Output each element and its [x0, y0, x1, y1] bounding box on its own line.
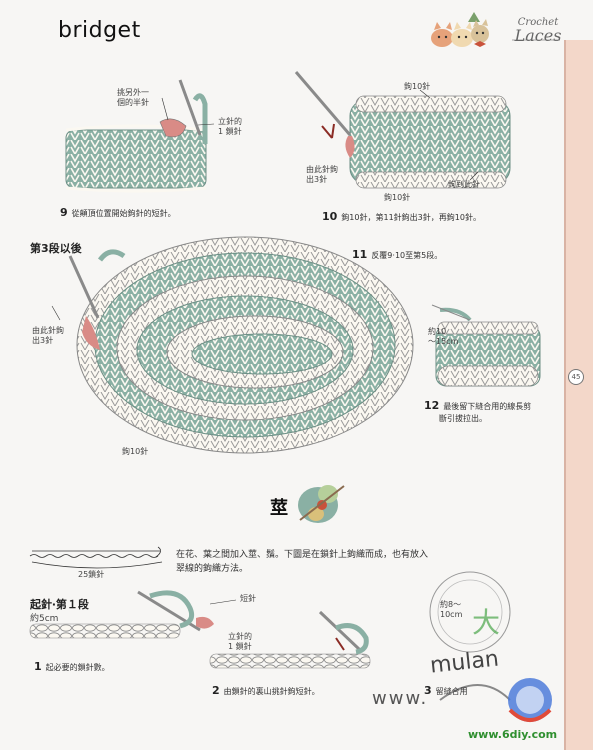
- label-hook-out-3-b: 由此針鉤 出3針: [32, 326, 64, 346]
- label-line: 個的半針: [117, 98, 149, 107]
- step-number: 12: [424, 399, 440, 412]
- step-text: 最後留下縫合用的線長剪: [443, 402, 532, 411]
- label-cm-10-15: 約8～ 10cm: [440, 600, 462, 620]
- label-ch10-big: 鉤10針: [122, 447, 149, 456]
- page-number: 45: [568, 369, 584, 385]
- brand-line-2: Laces: [514, 26, 562, 45]
- brand-line-1: Crochet: [517, 17, 559, 28]
- signature: bridget: [58, 18, 141, 43]
- watermark-site: www.6diy.com: [468, 728, 558, 741]
- label-line: ～15cm: [428, 337, 459, 346]
- section-title: 莖: [270, 498, 288, 519]
- step10-illustration: [294, 71, 511, 189]
- label-line: 10cm: [440, 610, 463, 619]
- label-pick-other: 挑另外一 個的半針: [117, 88, 149, 108]
- round3-heading: 第3段以後: [30, 242, 82, 255]
- oval-illustration: [51, 236, 414, 454]
- section-intro: 在花、葉之間加入莖、鬚。下圖是在鎖針上鉤織而成，也有放入翠線的鉤織方法。: [176, 550, 429, 575]
- flower-motif-icon: [298, 485, 345, 523]
- watermark-decoration: 大: [472, 606, 552, 722]
- label-line: 1 鎖針: [218, 127, 242, 136]
- label-ch10-bottom: 鉤10針: [384, 193, 411, 202]
- step-number: 11: [352, 248, 368, 261]
- label-line: 立針的: [218, 117, 242, 126]
- label-line: 約10: [428, 327, 447, 336]
- page-edge-line: [564, 40, 566, 750]
- step1-illustration: [29, 590, 237, 639]
- step-text: 斷引拔拉出。: [439, 414, 487, 424]
- step-text: 反覆9‧10至第5段。: [371, 251, 443, 260]
- label-approx-10: 約10 ～15cm: [428, 327, 458, 347]
- label-stand-up: 立針的 1 鎖針: [218, 117, 242, 137]
- label-line: 挑另外一: [117, 88, 149, 97]
- step3-illustration: [429, 571, 511, 701]
- step9-illustration: [65, 79, 215, 193]
- label-line: 立針的: [228, 632, 252, 641]
- step-text: 從顛頂位置開始鉤針的短針。: [71, 209, 176, 218]
- start-heading: 起針‧第１段: [30, 598, 89, 611]
- label-ch10-top: 鉤10針: [404, 82, 431, 91]
- cat-logo-icon: [431, 12, 560, 47]
- svg-text:大: 大: [472, 606, 500, 639]
- label-ch-to-here: 鉤到此針: [448, 180, 480, 189]
- chain-symbol-diagram: [29, 546, 163, 569]
- label-line: 出3針: [32, 336, 54, 345]
- step-text: 留縫合用: [435, 687, 468, 696]
- label-line: 約8～: [440, 600, 462, 609]
- label-stand-up-b: 立針的 1 鎖針: [228, 632, 252, 652]
- step-number: 10: [322, 210, 338, 223]
- label-hook-out-3: 由此針鉤 出3針: [306, 165, 338, 185]
- step-number: 9: [60, 206, 68, 219]
- label-approx-5cm: 約5cm: [30, 614, 59, 624]
- step-number: 1: [34, 660, 42, 673]
- page-edge-strip: [566, 40, 593, 750]
- step-text: 由鎖針的裏山挑針鉤短針。: [223, 687, 320, 696]
- label-line: 1 鎖針: [228, 642, 252, 651]
- brand-title: Crochet Laces: [512, 18, 564, 44]
- label-short-stitch: 短針: [240, 594, 256, 603]
- label-line: 由此針鉤: [32, 326, 64, 335]
- label-line: 由此針鉤: [306, 165, 338, 174]
- label-chain-25: 25鎖針: [78, 570, 105, 579]
- step2-illustration: [209, 610, 371, 669]
- watermark-www: www.: [372, 688, 429, 709]
- step-text: 起必要的鎖針數。: [45, 663, 110, 672]
- step-number: 3: [424, 684, 432, 697]
- step-number: 2: [212, 684, 220, 697]
- step-text: 鉤10針，第11針鉤出3針，再鉤10針。: [341, 213, 481, 222]
- step12-illustration: [431, 304, 541, 387]
- label-line: 出3針: [306, 175, 328, 184]
